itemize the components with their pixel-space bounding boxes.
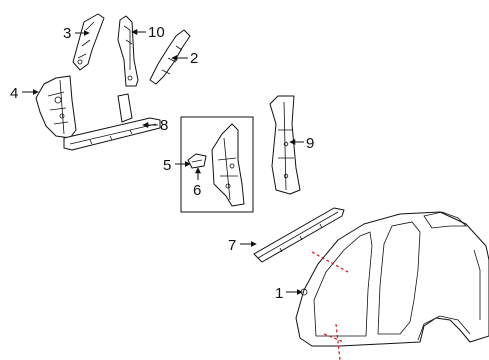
part-1-body-side-outer [295, 211, 489, 347]
cut-line-lower-tick [323, 333, 345, 343]
callout-5: 5 [163, 157, 171, 174]
part-10-a-pillar [117, 15, 139, 87]
callout-10: 10 [148, 24, 165, 41]
callout-6: 6 [193, 182, 201, 199]
callout-3: 3 [63, 25, 71, 42]
callout-8: 8 [160, 117, 168, 134]
callout-9: 9 [306, 135, 314, 152]
part-8-rocker-and-pillar-lower [63, 93, 161, 151]
part-3-pillar-reinforcement [72, 13, 105, 71]
callout-1: 1 [275, 285, 283, 302]
callout-7: 7 [228, 237, 236, 254]
part-5-center-pillar-inner [211, 123, 245, 207]
callout-4: 4 [10, 85, 18, 102]
part-6-bracket [187, 153, 207, 169]
part-9-b-pillar-reinforcement [269, 95, 301, 195]
callout-2: 2 [190, 50, 198, 67]
part-4-hinge-pillar [35, 75, 77, 139]
cut-line-lower [335, 323, 341, 360]
part-7-rocker-reinforcement [253, 207, 345, 263]
cut-line-upper [311, 251, 349, 273]
